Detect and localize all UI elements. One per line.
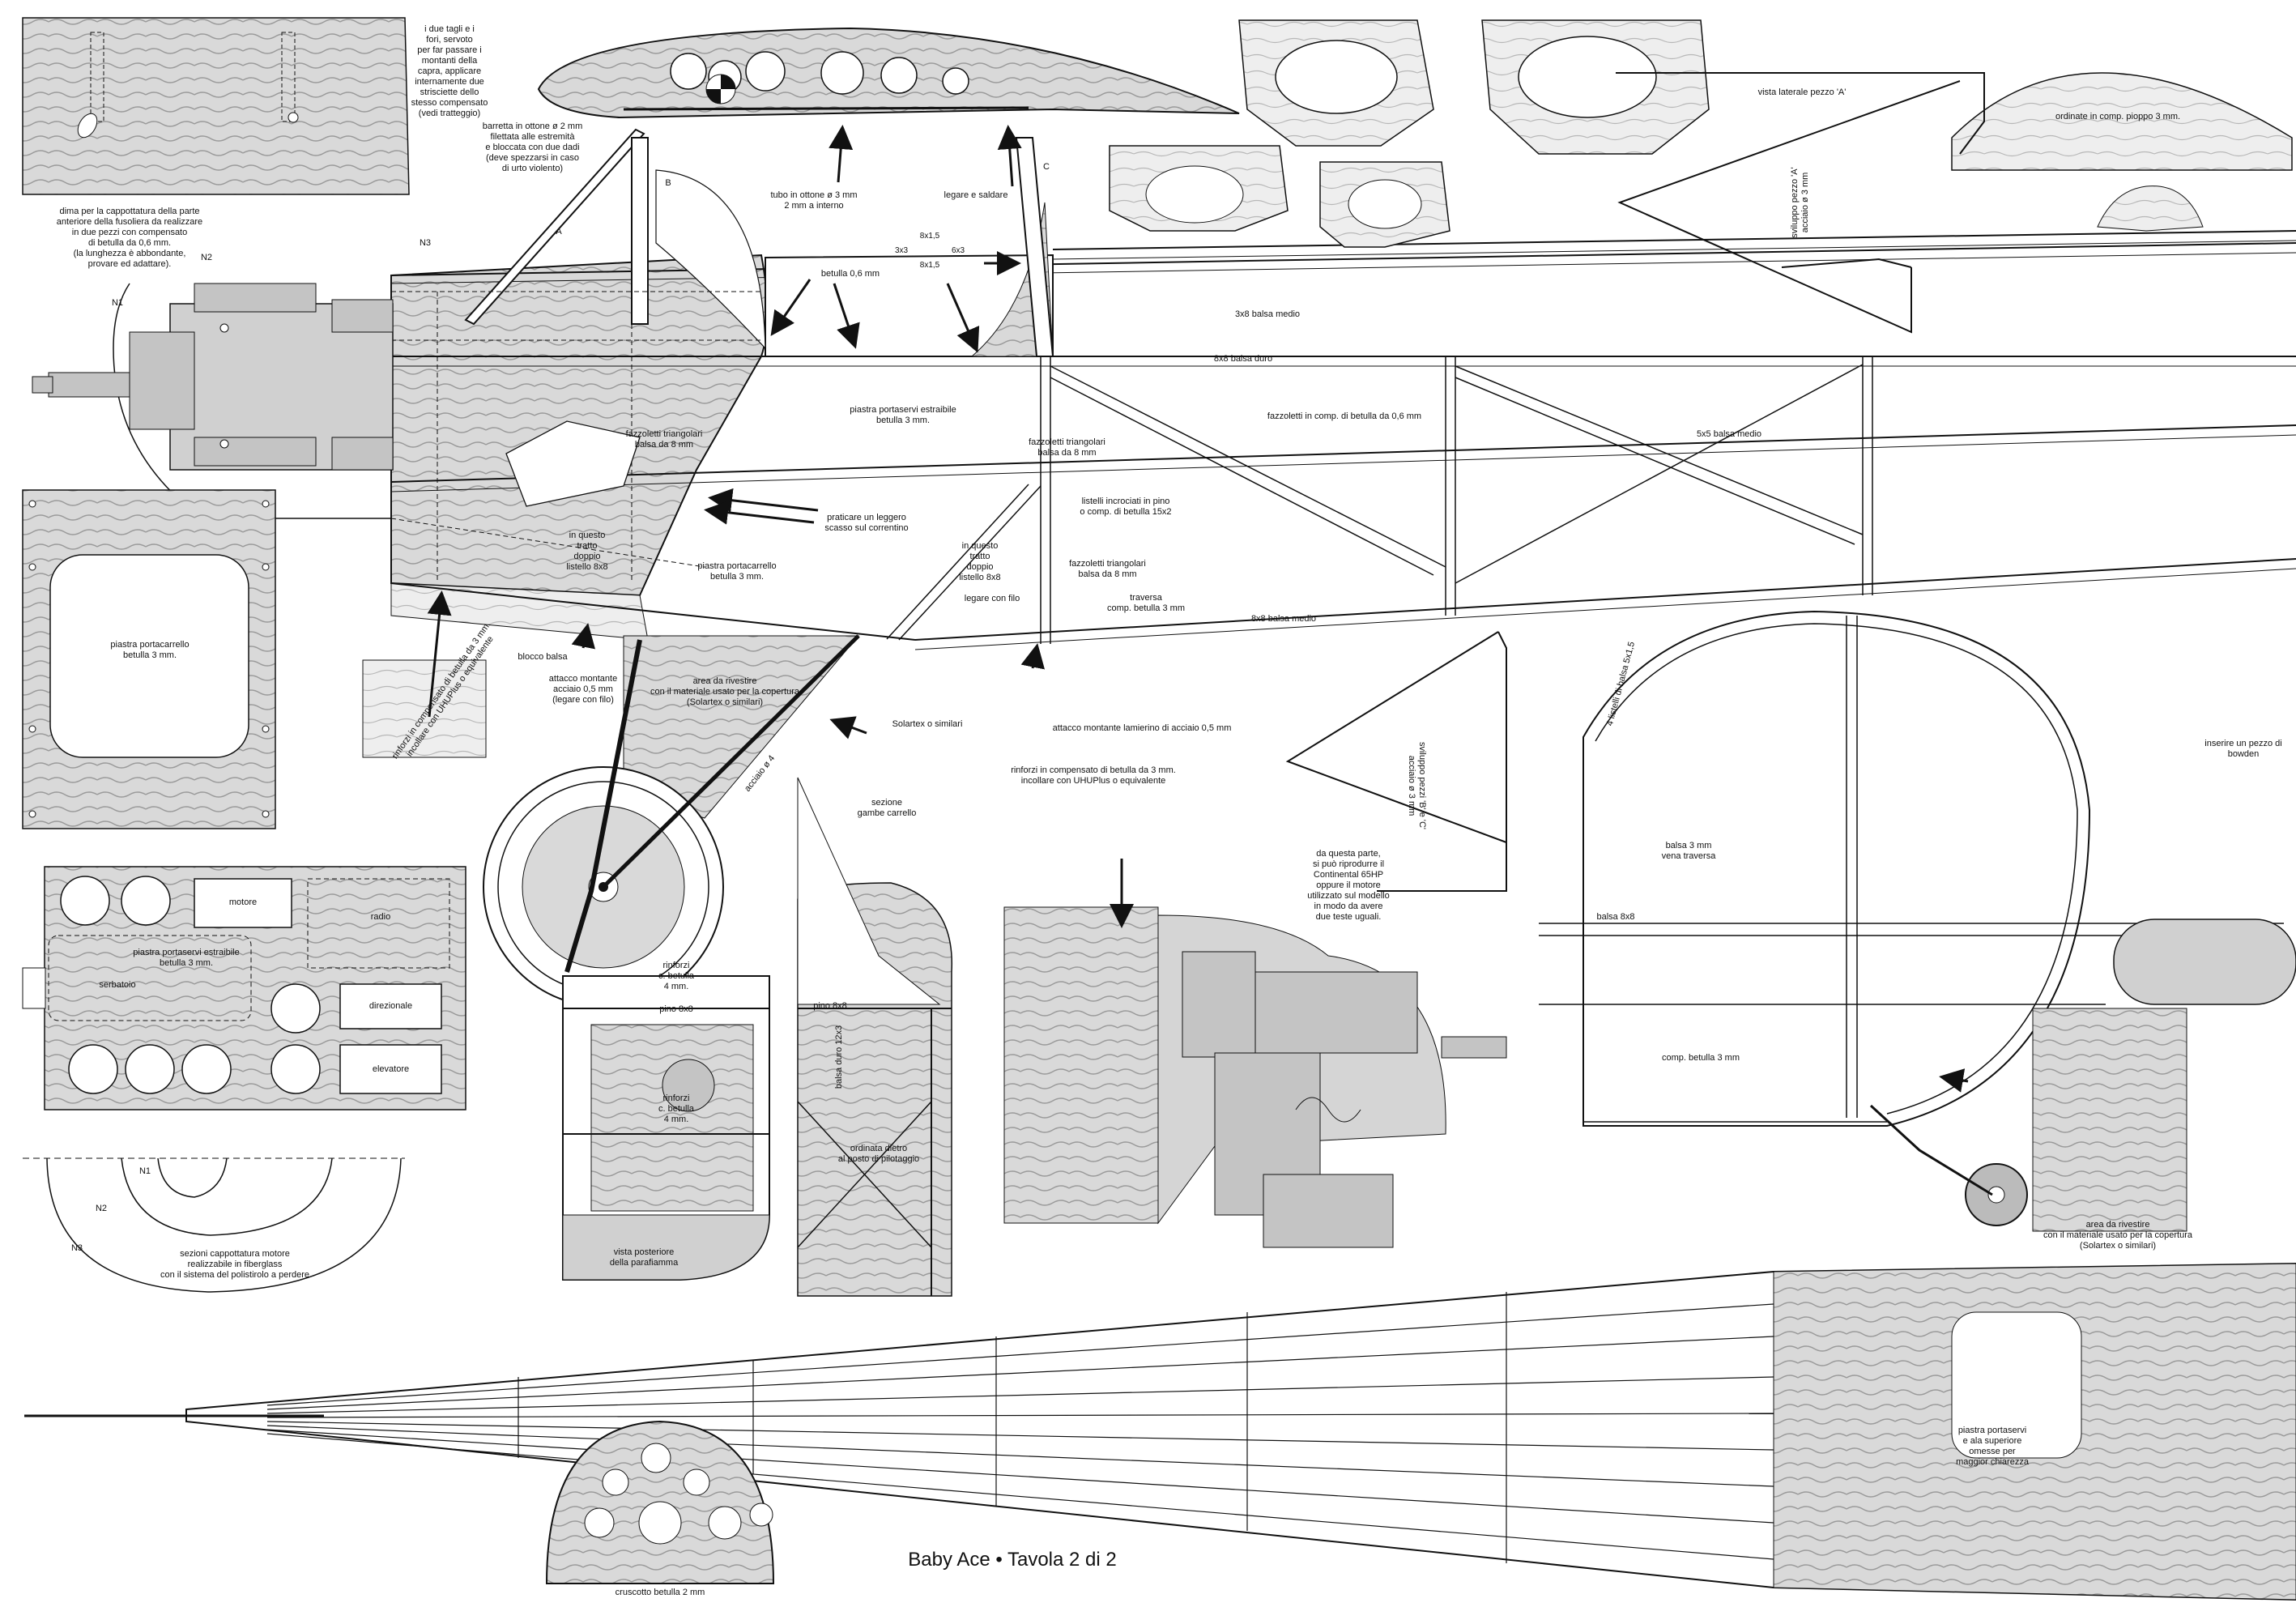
landing-gear-plate [22,489,276,829]
label-balsa-8x8-medio: 8x8 balsa medio [1250,614,1317,624]
label-balsa-8x8: balsa 8x8 [1596,912,1635,922]
label-sec-n3: N3 [70,1243,83,1253]
label-sviluppo-a: sviluppo pezzo 'A' acciaio ø 3 mm [1790,167,1810,238]
label-balsa-duro-12x3: balsa duro 12x3 [834,1025,844,1089]
label-dim-3x3: 3x3 [894,246,909,255]
label-legare-filo: legare con filo [964,594,1020,603]
label-area-rivestire-2: area da rivestire con il materiale usato… [2043,1220,2193,1251]
label-sezione-gambe: sezione gambe carrello [857,798,917,818]
label-balsa-5x5-medio: 5x5 balsa medio [1696,429,1762,439]
label-legare-saldare: legare e saldare [944,190,1008,200]
engine-front-section [1003,906,1507,1248]
label-serbatoio: serbatoio [99,980,136,990]
callout-arrows [427,125,1969,1093]
label-rinforzi-betulla-2: rinforzi c. betulla 4 mm. [658,1093,695,1124]
label-n1: N1 [111,298,124,308]
label-comp-betulla-3mm: comp. betulla 3 mm [1662,1053,1740,1063]
label-attacco-montante-filo: attacco montante acciaio 0,5 mm (legare … [548,674,618,705]
servo-plate [22,866,466,1110]
label-piastra-portaservi-estraibile-2: piastra portaservi estraibile betulla 3 … [133,948,240,968]
label-rinforzi-comp-mid: rinforzi in compensato di betulla da 3 m… [1011,765,1176,786]
label-betulla-06: betulla 0,6 mm [820,269,880,279]
label-balsa-3x8-medio: 3x8 balsa medio [1234,309,1301,319]
cowl-sections [23,1157,405,1293]
fuselage-top-view [24,1262,2296,1601]
label-praticare-scasso: praticare un leggero scasso sul correnti… [824,513,909,533]
label-fazzoletti-triang-3: fazzoletti triangolari balsa da 8 mm [1069,559,1146,579]
label-radio: radio [370,912,391,922]
label-rinforzi-betulla-1: rinforzi c. betulla 4 mm. [658,961,695,991]
label-da-questa-parte: da questa parte, si può riprodurre il Co… [1307,849,1390,922]
label-sec-n1: N1 [138,1166,151,1176]
tail-wheel [1869,919,2296,1232]
wire-piece-a [1616,72,1985,334]
label-vista-laterale-a: vista laterale pezzo 'A' [1757,87,1847,97]
label-barretta: barretta in ottone ø 2 mm filettata alle… [482,121,583,173]
label-balsa-3mm-vena: balsa 3 mm vena traversa [1661,841,1716,861]
sheet-title: Baby Ace • Tavola 2 di 2 [908,1549,1117,1571]
label-pino-8x8-2: pino 8x8 [813,1001,847,1011]
label-piastra-portaservi-omesse: piastra portaservi e ala superiore omess… [1956,1426,2029,1467]
fuselage-formers [1109,19,2293,248]
label-elevatore: elevatore [372,1064,410,1074]
label-inserire-bowden: inserire un pezzo di bowden [2204,739,2282,759]
label-fazzoletti-triang-1: fazzoletti triangolari balsa da 8 mm [625,429,703,450]
label-motore: motore [228,897,258,907]
label-fazzoletti-triang-2: fazzoletti triangolari balsa da 8 mm [1029,437,1105,458]
label-direzionale: direzionale [368,1001,413,1011]
firewall-rear-view [562,975,770,1281]
label-in-questo-tratto-1: in questo tratto doppio listello 8x8 [566,531,608,572]
fuselage-side-view [390,128,2296,650]
label-n2: N2 [200,253,213,262]
label-piastra-portacarrello-top: piastra portacarrello betulla 3 mm. [697,561,777,582]
label-in-questo-tratto-2: in questo tratto doppio listello 8x8 [959,541,1001,582]
label-piastra-portaservi-estraibile: piastra portaservi estraibile betulla 3 … [850,405,956,425]
engine-side [32,283,394,519]
label-tubo-ottone: tubo in ottone ø 3 mm 2 mm a interno [770,190,858,211]
label-traversa: traversa comp. betulla 3 mm [1107,593,1185,613]
label-blocco-balsa: blocco balsa [518,652,568,662]
label-sezioni-cappottatura: sezioni cappottatura motore realizzabile… [160,1249,310,1280]
cockpit-former [797,777,953,1297]
label-attacco-lamierino: attacco montante lamierino di acciaio 0,… [1052,723,1232,733]
label-dim-6x3: 6x3 [951,246,965,255]
cowl-template-panel [22,17,410,195]
label-dima: dima per la cappottatura della parte ant… [56,207,203,269]
label-ordinate-pioppo: ordinate in comp. pioppo 3 mm. [2055,112,2181,121]
label-area-rivestire-1: area da rivestire con il materiale usato… [650,676,800,707]
label-listelli-incrociati: listelli incrociati in pino o comp. di b… [1080,497,1172,517]
wing-section [537,27,1240,119]
label-cruscotto: cruscotto betulla 2 mm [615,1588,705,1597]
label-strut-b: B [665,178,671,188]
label-strut-a: A [556,227,562,237]
label-sec-n2: N2 [95,1204,108,1213]
label-fazzoletti-comp: fazzoletti in comp. di betulla da 0,6 mm [1267,411,1422,421]
label-sviluppo-bc: sviluppo pezzi 'B' e 'C' acciaio ø 3 mm [1407,741,1427,830]
label-dim-8x15-top: 8x1,5 [919,232,940,241]
wire-piece-bc [1285,631,1507,892]
label-dim-8x15-bottom: 8x1,5 [919,261,940,270]
label-due-tagli: i due tagli e i fori, servoto per far pa… [411,24,488,118]
label-pino-8x8-1: pino 8x8 [659,1004,693,1014]
label-strut-c: C [1043,162,1050,172]
label-piastra-portacarrello-left: piastra portacarrello betulla 3 mm. [110,640,190,660]
label-ordinata-dietro: ordinata dietro al posto di pilotaggio [837,1144,920,1164]
label-balsa-8x8-duro: 8x8 balsa duro [1213,354,1273,364]
label-solartex: Solartex o similari [892,719,963,729]
label-n3: N3 [419,238,432,248]
label-vista-posteriore: vista posteriore della parafiamma [609,1247,679,1268]
instrument-panel [545,1420,775,1584]
